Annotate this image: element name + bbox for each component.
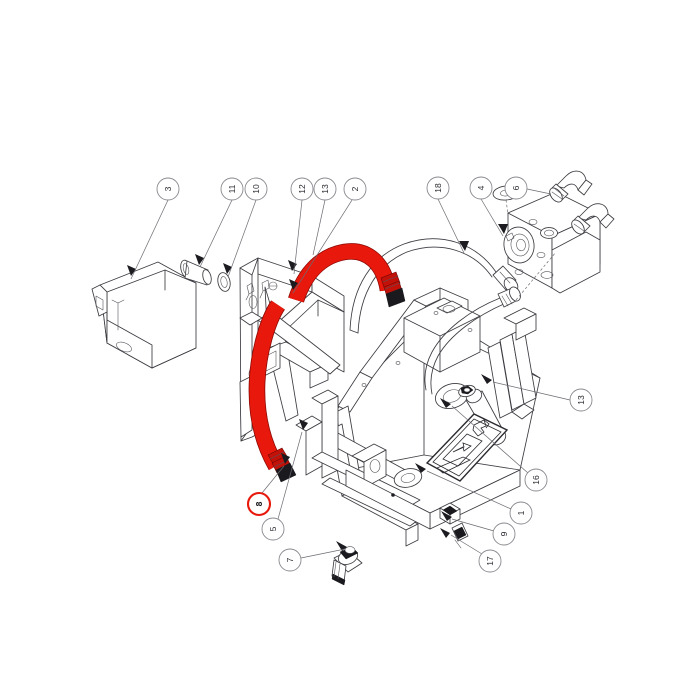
callout-leader-line: [312, 199, 326, 256]
callout-circle[interactable]: [478, 549, 502, 573]
callout-balloon-3[interactable]: 3: [130, 177, 180, 280]
callout-balloon-5[interactable]: 5: [261, 431, 303, 541]
callout-number: 9: [499, 531, 509, 536]
callout-leader-line: [426, 470, 512, 510]
callout-leader-line: [451, 405, 529, 474]
callout-circle[interactable]: [278, 548, 302, 572]
callout-leader-line: [526, 188, 552, 195]
callout-balloon-17[interactable]: 17: [450, 534, 502, 573]
callout-leader-line: [277, 431, 303, 520]
callout-balloon-4[interactable]: 4: [469, 176, 504, 237]
callout-leader-line: [292, 199, 353, 294]
callout-balloon-10[interactable]: 10: [227, 177, 268, 278]
part-hardware-bolts: [245, 279, 278, 301]
callout-circle[interactable]: [343, 177, 367, 201]
callout-circle[interactable]: [569, 388, 593, 412]
callout-number: 2: [350, 186, 360, 191]
hose-ferrule-upper: [380, 271, 406, 308]
part-hydraulic-valve-block: [492, 185, 601, 294]
part-elbow-fitting-right: [571, 203, 615, 235]
callout-circle[interactable]: [290, 177, 314, 201]
callout-circle[interactable]: [426, 176, 450, 200]
callout-balloon-8[interactable]: 8: [246, 465, 285, 517]
callout-balloon-13[interactable]: 13: [312, 177, 337, 256]
callout-balloon-11[interactable]: 11: [199, 177, 244, 268]
callout-leader-line: [199, 199, 233, 268]
callout-number: 8: [254, 501, 264, 506]
callout-circle[interactable]: [313, 177, 337, 201]
callout-number: 7: [285, 557, 295, 562]
callout-leader-line: [492, 381, 571, 401]
part-hydraulic-cylinder-port: [331, 546, 363, 586]
callout-circle[interactable]: [220, 177, 244, 201]
callout-number: 17: [485, 556, 495, 566]
alignment-construction-lines: [505, 199, 557, 301]
part-frame-chassis-weldment: [295, 238, 541, 547]
callout-circle[interactable]: [524, 468, 548, 492]
callout-circle[interactable]: [509, 501, 533, 525]
part-hydraulic-hose-highlighted: [248, 243, 406, 483]
callout-number: 1: [516, 510, 526, 515]
part-washer: [217, 272, 231, 292]
callout-number: 3: [163, 186, 173, 191]
callout-balloon-9[interactable]: 9: [451, 518, 516, 546]
callout-circle[interactable]: [504, 176, 528, 200]
callout-leader-line: [293, 199, 303, 275]
callout-number: 13: [576, 395, 586, 405]
callout-leader-line: [261, 465, 285, 494]
part-cover-panel-box: [91, 261, 197, 369]
callout-leader-line: [300, 548, 346, 559]
callout-balloon-7[interactable]: 7: [278, 548, 346, 572]
callout-leader-line: [450, 534, 483, 555]
callout-leader-line: [451, 518, 495, 532]
callout-circle[interactable]: [156, 177, 180, 201]
part-pin-spacer: [180, 259, 212, 286]
callout-number: 16: [531, 475, 541, 485]
callout-balloon-6[interactable]: 6: [504, 176, 552, 200]
callout-number: 5: [268, 526, 278, 531]
callout-leader-line: [130, 199, 169, 280]
part-hex-plug-frame: [458, 384, 476, 398]
callout-circle[interactable]: [244, 177, 268, 201]
callout-balloon-2[interactable]: 2: [292, 177, 367, 294]
callout-circle[interactable]: [469, 176, 493, 200]
callout-balloon-12[interactable]: 12: [290, 177, 314, 275]
callout-circle[interactable]: [261, 517, 285, 541]
part-hydraulic-tube-line: [424, 286, 521, 395]
part-elbow-fitting-top: [549, 170, 593, 203]
callout-number: 18: [433, 183, 443, 193]
callout-number: 11: [227, 184, 237, 193]
callout-number: 10: [251, 184, 261, 194]
assembly-arrowheads: [127, 224, 508, 551]
callout-number: 12: [297, 184, 307, 194]
callout-balloon-18[interactable]: 18: [426, 176, 465, 254]
callout-number: 4: [476, 185, 486, 190]
part-hex-nut-lower-right: [439, 502, 469, 549]
callout-balloon-16[interactable]: 16: [451, 405, 548, 492]
part-decal-label-plate: [425, 413, 509, 482]
callout-circle[interactable]: [246, 491, 272, 517]
callout-balloon-1[interactable]: 1: [426, 470, 533, 525]
callout-leader-line: [437, 198, 465, 254]
callout-leader-line: [480, 198, 504, 237]
callout-number: 13: [320, 184, 330, 194]
callout-number: 6: [511, 185, 521, 190]
callout-balloon-13[interactable]: 13: [492, 381, 593, 412]
callout-leader-line: [227, 199, 257, 278]
callout-circle[interactable]: [492, 522, 516, 546]
